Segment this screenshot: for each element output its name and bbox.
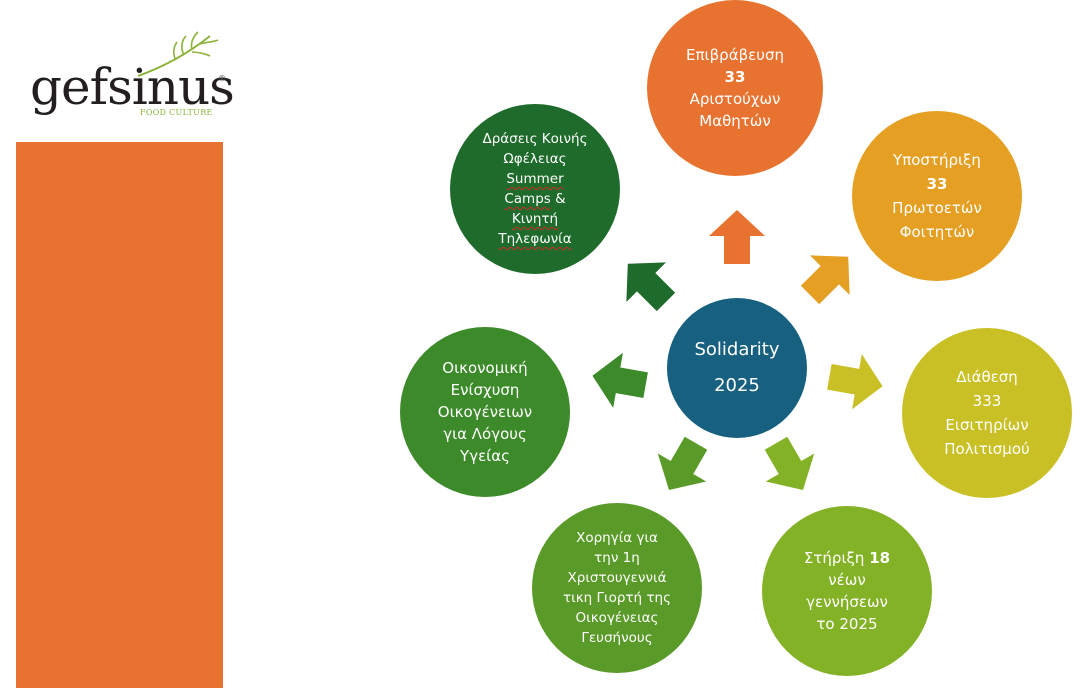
node-text-line: νέων — [804, 569, 890, 591]
arrow-to-bottom-left-icon — [657, 436, 708, 490]
node-text: Φοιτητών — [899, 223, 975, 241]
node-text-line: 333 — [944, 389, 1029, 413]
hub-title: Solidarity — [694, 339, 780, 360]
node-text-line: την 1η — [563, 548, 671, 568]
gefsinus-logo: gefsinus ® FOOD CULTURE — [30, 28, 235, 120]
node-text-line: Γευσήνους — [563, 628, 671, 648]
node-text-line: Ενίσχυση — [438, 379, 532, 401]
logo-tagline: FOOD CULTURE — [140, 108, 213, 117]
node-text-line: Δράσεις Κοινής — [482, 129, 587, 149]
node-text: Οικονομική — [442, 359, 528, 377]
node-text-line: Camps & — [482, 189, 587, 209]
node-text-line: Πρωτοετών — [892, 196, 982, 220]
node-text: Πολιτισμού — [944, 440, 1030, 458]
node-text: Αριστούχων — [689, 90, 781, 108]
node-text-line: 33 — [686, 66, 784, 88]
node-text-line: Φοιτητών — [892, 220, 982, 244]
node-text-line: Τηλεφωνία — [482, 229, 587, 249]
node-text-line: Μαθητών — [686, 110, 784, 132]
node-text: Κινητή — [511, 211, 559, 227]
arrow-to-bottom-right-icon — [764, 436, 815, 490]
orange-side-bar — [16, 142, 223, 688]
node-text-suffix: & — [550, 191, 566, 207]
arrow-to-top-left-icon — [626, 262, 676, 312]
node-text: Γευσήνους — [581, 630, 653, 646]
olive-sprig-icon — [137, 31, 219, 77]
node-text-suffix: 18 — [869, 549, 891, 567]
node-text-line: το 2025 — [804, 613, 890, 635]
node-text: Στήριξη — [803, 549, 870, 567]
node-text-line: Διάθεση — [944, 365, 1029, 389]
node-text-line: τικη Γιορτή της — [563, 588, 671, 608]
node-text-line: Αριστούχων — [686, 88, 784, 110]
hub-circle: Solidarity 2025 — [667, 298, 807, 438]
node-text-line: Χορηγία για — [563, 528, 671, 548]
node-text: Οικογένειων — [437, 403, 533, 421]
node-text: 333 — [972, 392, 1002, 410]
node-text: Χριστουγεννιά — [567, 570, 667, 586]
arrow-to-top-icon — [709, 210, 765, 264]
node-text: την 1η — [594, 550, 640, 566]
node-text: Τηλεφωνία — [498, 231, 572, 247]
node-text: Μαθητών — [699, 112, 771, 130]
node-text: Οικογένειας — [575, 610, 659, 626]
node-text: Υποστήριξη — [893, 151, 981, 169]
node-text: Ωφέλειας — [503, 151, 567, 167]
node-text: Διάθεση — [956, 368, 1018, 386]
node-text: 33 — [724, 68, 746, 86]
node-text-line: Ωφέλειας — [482, 149, 587, 169]
logo-wordmark: gefsinus — [30, 58, 235, 116]
node-text: Πρωτοετών — [892, 199, 982, 217]
node-text: Εισιτηρίων — [945, 416, 1029, 434]
node-text: γεννήσεων — [806, 593, 888, 611]
node-text-line: Χριστουγεννιά — [563, 568, 671, 588]
node-text-line: Επιβράβευση — [686, 44, 784, 66]
arrow-to-right-icon — [827, 354, 883, 410]
node-text-line: Οικογένειας — [563, 608, 671, 628]
registered-mark: ® — [218, 74, 226, 83]
arrow-to-left-icon — [592, 352, 648, 408]
node-text-line: Στήριξη 18 — [804, 547, 890, 569]
arrow-to-top-right-icon — [800, 255, 850, 305]
node-text-line: Κινητή — [482, 209, 587, 229]
node-text: Summer — [506, 171, 564, 187]
node-text: νέων — [828, 571, 866, 589]
node-text: Camps — [504, 191, 551, 207]
node-text: 33 — [926, 175, 948, 193]
node-text: Δράσεις Κοινής — [482, 131, 588, 147]
node-text-line: Πολιτισμού — [944, 437, 1029, 461]
hub-year: 2025 — [714, 375, 760, 396]
node-text: τικη Γιορτή της — [563, 590, 671, 606]
node-text-line: Υποστήριξη — [892, 148, 982, 172]
node-text-line: Εισιτηρίων — [944, 413, 1029, 437]
node-text: Χορηγία για — [576, 530, 658, 546]
node-text: το 2025 — [816, 615, 878, 633]
node-circle-bottom-left: Χορηγία για την 1η Χριστουγεννιά τικη Γιορτ… — [532, 503, 702, 673]
node-text-line: γεννήσεων — [804, 591, 890, 613]
node-text: Επιβράβευση — [686, 46, 784, 64]
node-text: Ενίσχυση — [450, 381, 520, 399]
node-text-line: Οικογένειων — [438, 401, 532, 423]
node-text-line: Summer — [482, 169, 587, 189]
node-text-line: Οικονομική — [438, 357, 532, 379]
node-text-line: 33 — [892, 172, 982, 196]
node-text-line: Υγείας — [438, 445, 532, 467]
node-text: για Λόγους — [443, 425, 527, 443]
node-text: Υγείας — [460, 447, 510, 465]
node-text-line: για Λόγους — [438, 423, 532, 445]
